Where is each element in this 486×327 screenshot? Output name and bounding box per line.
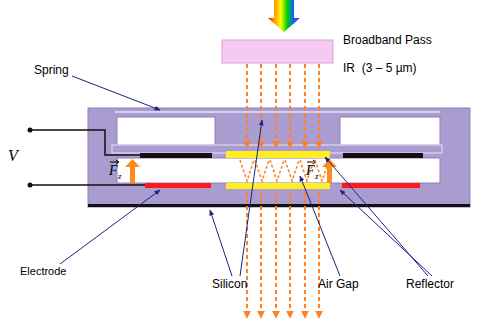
- broadband-light-arrow: [268, 0, 300, 32]
- substrate-line: [88, 204, 470, 207]
- upper-electrode: [343, 153, 423, 158]
- force-label: F: [109, 163, 118, 178]
- wavelength-label: IR (3 – 5 µm): [343, 62, 417, 75]
- part-label: Reflector: [406, 278, 454, 291]
- part-label: Spring: [34, 64, 69, 77]
- terminal: [28, 183, 33, 188]
- air-gap-cavity: [117, 158, 440, 183]
- upper-electrode: [140, 153, 212, 158]
- upper-cavity: [340, 117, 440, 145]
- ir-rays: [240, 64, 329, 318]
- upper-reflector: [226, 151, 330, 158]
- upper-cavity: [117, 117, 215, 145]
- terminal: [28, 128, 33, 133]
- filter-label: Broadband Pass: [343, 34, 432, 47]
- part-label: Silicon: [212, 278, 247, 291]
- lower-electrode: [145, 183, 211, 188]
- lower-electrode: [342, 183, 420, 188]
- bandpass-filter: [222, 40, 333, 63]
- leader-line: [60, 76, 432, 276]
- force-subscript: z: [315, 172, 319, 182]
- lower-reflector: [226, 183, 330, 189]
- voltage-wire: [30, 130, 145, 185]
- force-subscript: z: [118, 172, 122, 182]
- force-label: F: [306, 163, 315, 178]
- part-label: Air Gap: [318, 278, 359, 291]
- voltage-label: V: [8, 147, 18, 165]
- force-arrow: [125, 159, 337, 183]
- part-label: Electrode: [20, 265, 66, 277]
- silicon-housing: [88, 108, 470, 207]
- spring-layer: [115, 111, 440, 113]
